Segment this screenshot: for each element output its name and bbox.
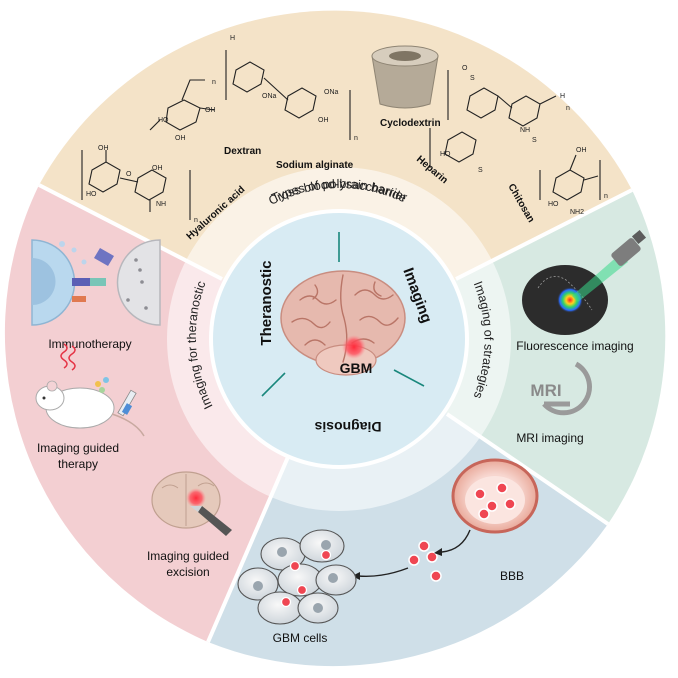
center-spokes [261,232,425,397]
label-guided-excision-1: Imaging guided [147,549,229,563]
chem-n: n [212,79,216,86]
chem-s: S [470,75,475,82]
chem-s: S [532,137,537,144]
label-cyclodextrin: Cyclodextrin [380,118,441,129]
chem-oh: OH [205,107,216,114]
chem-o: O [462,65,468,72]
gbm-cells-illustration [237,529,357,625]
nanoparticles [408,482,516,582]
excision-illustration [151,471,232,536]
chem-oh: OH [98,145,109,152]
chem-n: n [194,217,198,224]
heparin-structure [429,70,557,168]
label-guided-therapy-2: therapy [58,457,98,471]
center-label-theranostic: Theranostic [258,260,275,345]
label-immunotherapy: Immunotherapy [48,337,131,351]
chitosan-structure [539,154,601,201]
chem-nh2: NH2 [570,209,584,216]
chem-oh: OH [576,147,587,154]
chem-ho: HO [440,151,451,158]
immunotherapy-illustration [31,239,161,326]
blood-vessel-illustration [451,458,539,534]
chem-ho: HO [548,201,559,208]
label-guided-excision-2: excision [166,565,209,579]
cyclodextrin-icon [371,45,439,109]
brain-illustration [280,270,406,376]
excision-tumor [186,488,206,508]
section-dividers [38,183,633,643]
hyaluronic-acid-structure [81,150,191,220]
chem-ona: ONa [262,93,277,100]
fluorescence-imaging-icon [522,229,647,335]
chem-ho: HO [86,191,97,198]
sodium-alginate-structure [225,50,351,140]
chem-nh: NH [520,127,530,134]
center-label-diagnosis: Diagnosis [314,419,381,435]
label-mri-imaging: MRI imaging [516,431,583,445]
chem-ho: HO [158,117,169,124]
label-bbb: BBB [500,569,524,583]
label-sodium-alginate: Sodium alginate [276,160,354,171]
mri-icon-text: MRI [530,381,561,400]
chem-nh: NH [156,201,166,208]
tumor-highlight [342,335,366,359]
chem-s: S [478,167,483,174]
chem-oh: OH [175,135,186,142]
mouse-illustration [35,343,145,437]
label-guided-therapy-1: Imaging guided [37,441,119,455]
label-dextran: Dextran [224,146,261,157]
chem-h: H [230,35,235,42]
mri-icon: MRI [530,361,592,416]
scalpel-icon [198,506,232,536]
chem-n: n [354,135,358,142]
chem-h: H [560,93,565,100]
arrow-to-particles [441,529,471,553]
chem-o: O [126,171,132,178]
arrow-to-cells [357,567,409,578]
label-gbm-cells: GBM cells [273,631,328,645]
chem-n: n [566,105,570,112]
center-label-gbm: GBM [340,360,373,376]
chem-oh: OH [152,165,163,172]
laser-head [611,238,641,266]
chem-n: n [604,193,608,200]
label-fluorescence-imaging: Fluorescence imaging [516,339,633,353]
chem-ona: ONa [324,89,339,96]
dextran-structure [149,79,215,131]
chem-oh: OH [318,117,329,124]
